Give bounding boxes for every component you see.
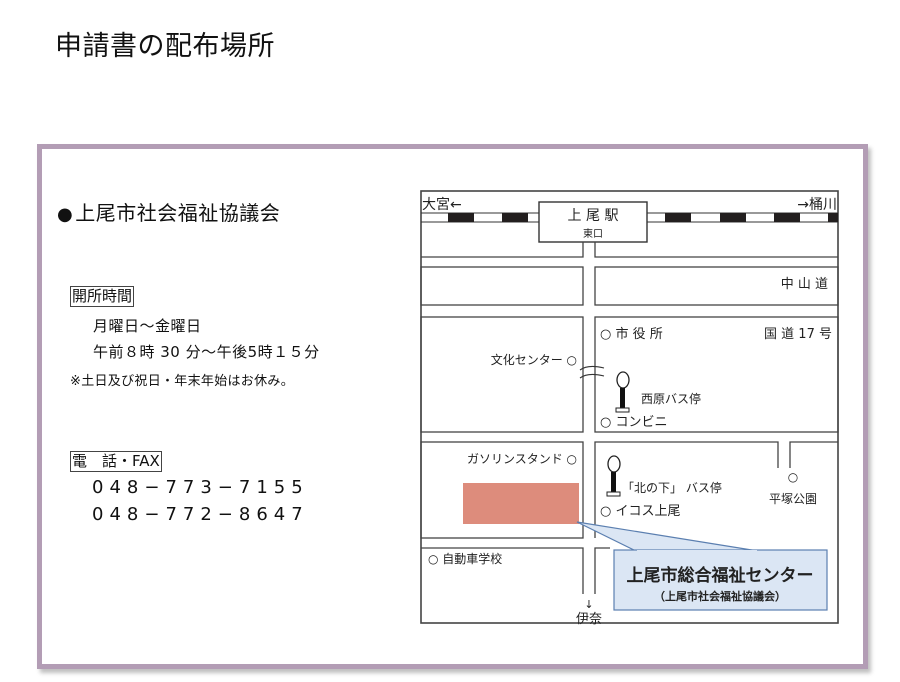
gas-station: ガソリンスタンド ○ — [467, 452, 577, 466]
phone-fax-label: 電 話・FAX — [70, 451, 162, 472]
road-route-17: 国 道 17 号 — [764, 327, 832, 342]
bus-stop-icon — [615, 371, 630, 413]
phone-number: 048−773−7155 — [92, 477, 309, 498]
kitanoshita-bus-stop: 「北の下」 バス停 — [622, 480, 722, 495]
bullet-icon: ● — [57, 204, 74, 225]
organization-heading: ●上尾市社会福祉協議会 — [57, 197, 280, 226]
bus-stop-icon — [606, 455, 621, 497]
icos-ageo: ○ イコス上尾 — [600, 504, 680, 519]
opening-time: 午前８時 30 分～午後5時１５分 — [93, 343, 320, 361]
convenience-store: ○ コンビニ — [600, 415, 667, 430]
fax-number: 048−772−8647 — [92, 504, 309, 525]
road-nakasendo: 中 山 道 — [781, 277, 828, 292]
direction-ina: 伊奈 — [576, 612, 602, 625]
station-exit: 東口 — [583, 227, 603, 240]
ina-arrow: ↓ — [584, 598, 593, 611]
driving-school: ○ 自動車学校 — [428, 551, 502, 566]
closed-days-note: ※土日及び祝日・年末年始はお休み。 — [70, 374, 294, 389]
ageo-station: 上 尾 駅 東口 — [538, 201, 648, 243]
callout-subtitle: （上尾市社会福祉協議会） — [654, 589, 786, 603]
access-map: 大宮← →桶川 上 尾 駅 東口 — [420, 190, 839, 625]
welfare-center-callout: 上尾市総合福祉センター （上尾市社会福祉協議会） — [576, 521, 828, 611]
city-hall: ○ 市 役 所 — [600, 326, 663, 342]
distribution-location-card: ●上尾市社会福祉協議会 開所時間 月曜日～金曜日 午前８時 30 分～午後5時１… — [37, 144, 868, 669]
organization-name: 上尾市社会福祉協議会 — [75, 201, 281, 225]
opening-days: 月曜日～金曜日 — [93, 317, 202, 335]
hiratsuka-park-marker: ○ — [788, 470, 798, 484]
page-title: 申請書の配布場所 — [55, 31, 275, 62]
nishihara-bus-stop: 西原バス停 — [641, 391, 701, 406]
opening-hours-label: 開所時間 — [70, 286, 135, 307]
culture-center: 文化センター ○ — [491, 352, 577, 367]
station-name: 上 尾 駅 — [568, 208, 619, 224]
direction-okegawa: →桶川 — [797, 197, 837, 213]
welfare-center-building — [463, 483, 579, 524]
hiratsuka-park: 平塚公園 — [769, 492, 817, 506]
callout-title: 上尾市総合福祉センター — [627, 565, 814, 586]
direction-omiya: 大宮← — [422, 197, 462, 213]
